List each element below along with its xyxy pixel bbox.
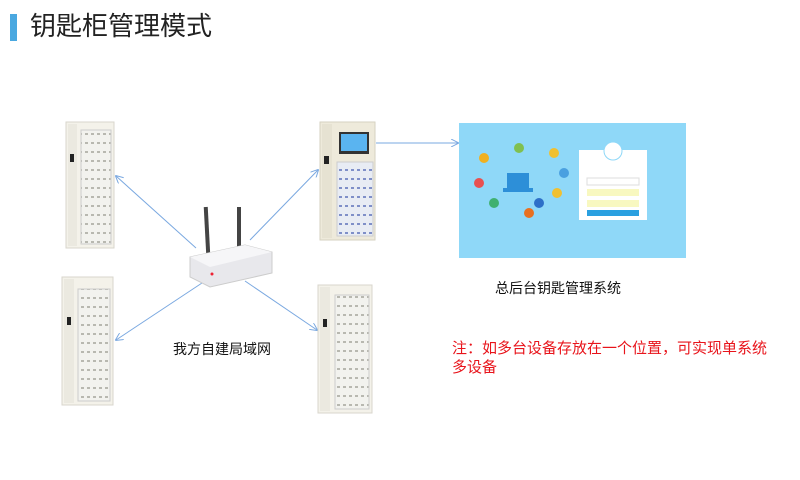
key-cabinet-4 [317, 284, 373, 414]
key-cabinet-2 [61, 276, 114, 406]
network-caption: 我方自建局域网 [173, 342, 271, 358]
key-cabinet-1 [65, 121, 115, 249]
key-cabinet-with-screen [319, 121, 376, 241]
page-title: 钥匙柜管理模式 [30, 12, 213, 42]
note-text: 注：如多台设备存放在一个位置，可实现单系统多设备 [452, 339, 768, 376]
router [189, 206, 273, 288]
system-caption: 总后台钥匙管理系统 [495, 281, 621, 297]
link-line-cabinet-1 [116, 176, 197, 249]
management-system-screenshot [459, 123, 686, 258]
title-accent-bar [10, 14, 17, 41]
link-line-cabinet-3 [249, 170, 318, 241]
link-line-cabinet-2 [116, 282, 203, 340]
network-icons-illustration [474, 143, 569, 218]
link-line-cabinet-4 [244, 280, 317, 330]
